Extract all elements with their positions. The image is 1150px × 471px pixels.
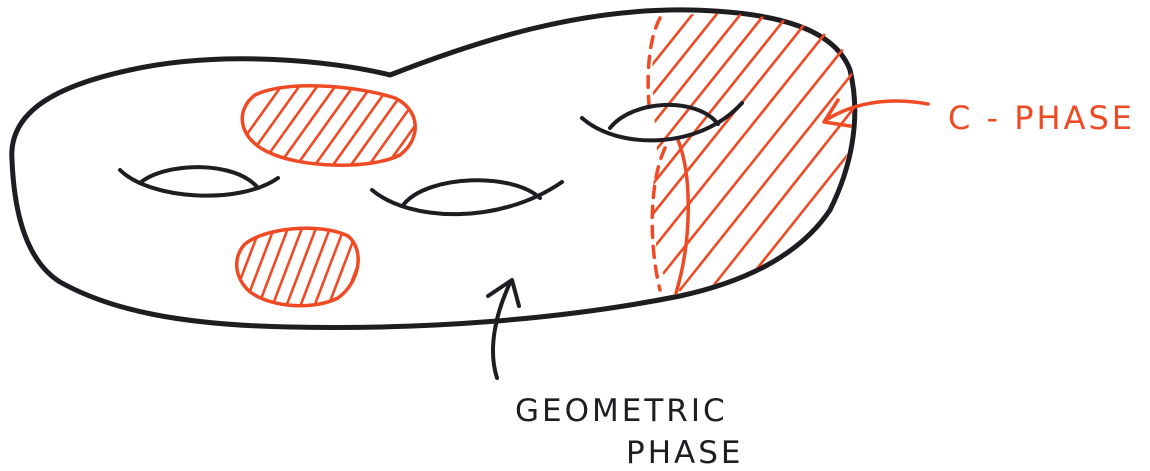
hole-left-upper-rim xyxy=(140,167,258,188)
c-phase-disk-upper xyxy=(242,86,415,165)
geometric-phase-label-line2: PHASE xyxy=(626,435,743,471)
c-phase-band-back-edge-left xyxy=(648,18,660,115)
hole-middle-lower-rim xyxy=(372,182,562,214)
geometric-phase-arrow-shaft xyxy=(493,283,510,378)
c-phase-label: C - PHASE xyxy=(948,99,1135,137)
c-phase-disk-upper-hatch xyxy=(200,60,480,200)
geometric-phase-label-line1: GEOMETRIC xyxy=(515,393,728,429)
c-phase-arrow-shaft xyxy=(826,101,928,120)
c-phase-band-hatch xyxy=(600,0,890,290)
hole-middle-upper-rim xyxy=(404,180,540,204)
